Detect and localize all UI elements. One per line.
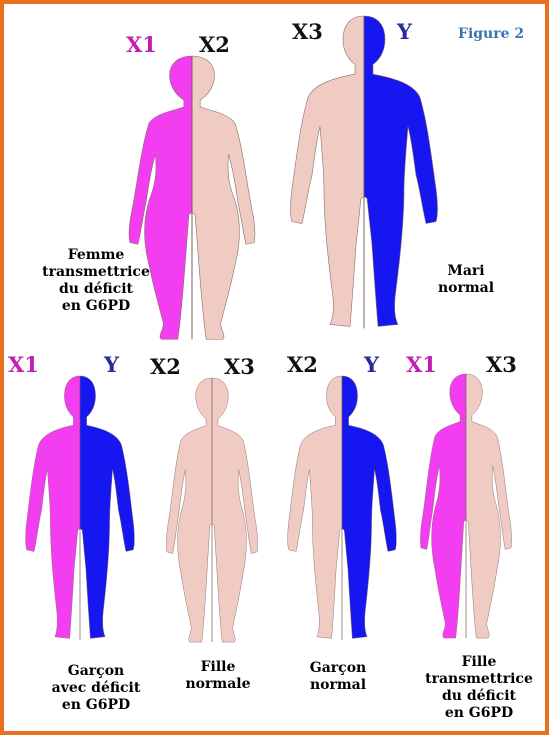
- caption-line: du déficit: [442, 688, 517, 704]
- caption-line: en G6PD: [445, 705, 513, 721]
- caption-line: en G6PD: [62, 697, 130, 713]
- caption-line: Mari: [447, 263, 484, 279]
- caption-line: avec déficit: [52, 680, 141, 696]
- chromosome-label-right: X3: [486, 352, 517, 377]
- caption-line: Femme: [68, 247, 125, 263]
- chromosome-label-left: X2: [287, 352, 318, 377]
- figure-label: Figure 2: [458, 26, 524, 42]
- caption-line: normal: [438, 280, 494, 296]
- caption-line: Fille: [462, 654, 497, 670]
- chromosome-label-right: Y: [103, 352, 120, 377]
- chromosome-label-left: X2: [150, 354, 181, 379]
- caption-line: transmettrice: [425, 671, 533, 687]
- body-silhouette: [291, 16, 438, 328]
- chromosome-label-left: X1: [406, 352, 437, 377]
- body-silhouette: [26, 376, 135, 640]
- chromosome-label-right: X2: [199, 32, 230, 57]
- caption-line: normale: [185, 676, 250, 692]
- chromosome-label-right: X3: [224, 354, 255, 379]
- body-silhouette: [288, 376, 397, 640]
- caption-line: normal: [310, 677, 366, 693]
- caption-line: du déficit: [59, 281, 134, 297]
- chromosome-label-left: X3: [292, 19, 323, 44]
- caption-line: en G6PD: [62, 298, 130, 314]
- caption-line: Garçon: [310, 660, 366, 676]
- chromosome-label-right: Y: [396, 19, 413, 44]
- body-silhouette: [166, 378, 257, 642]
- caption-line: Fille: [201, 659, 236, 675]
- body-silhouette: [420, 374, 511, 638]
- body-silhouette: [129, 56, 255, 339]
- chromosome-label-left: X1: [8, 352, 39, 377]
- caption-line: Garçon: [68, 663, 124, 679]
- caption-line: transmettrice: [42, 264, 150, 280]
- chromosome-label-left: X1: [126, 32, 157, 57]
- chromosome-label-right: Y: [363, 352, 380, 377]
